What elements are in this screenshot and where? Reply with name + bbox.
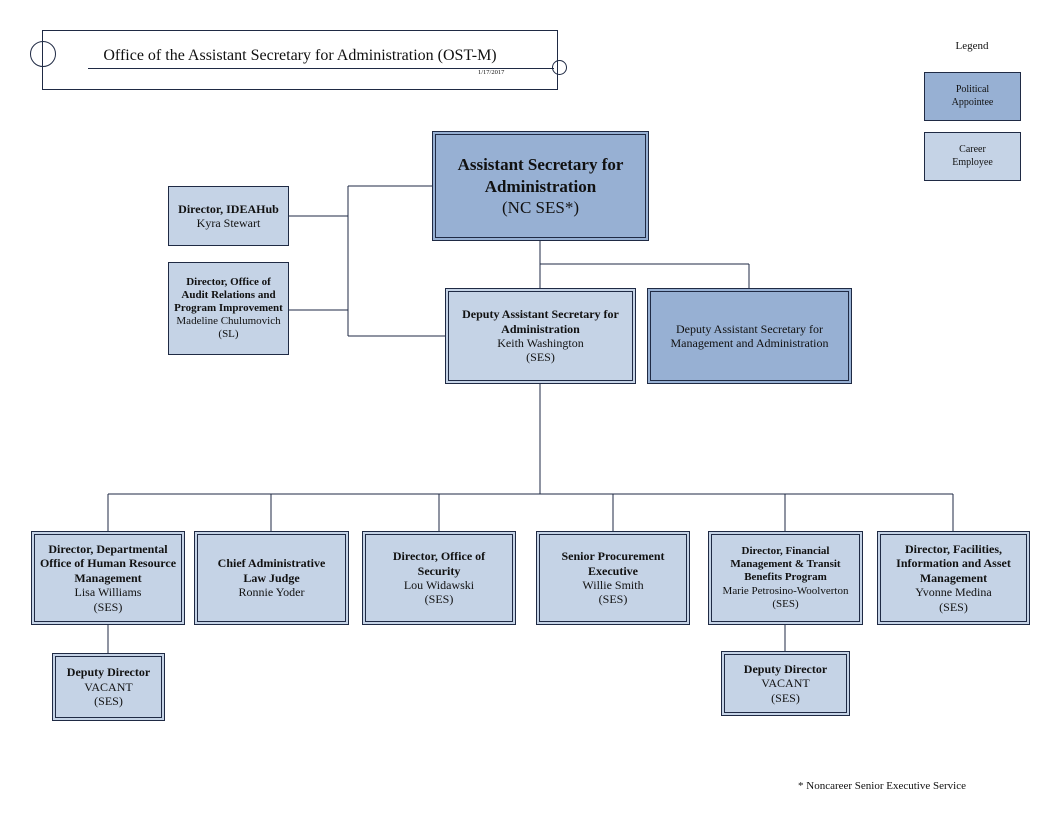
hr-deputy-director-name: VACANT — [84, 679, 133, 694]
unit-title: Director, Departmental Office of Human R… — [39, 542, 177, 585]
fin-deputy-director-box: Deputy Director VACANT (SES) — [721, 651, 850, 716]
unit-title: Senior Procurement Executive — [561, 549, 665, 578]
unit-title: Chief Administrative Law Judge — [217, 556, 326, 585]
unit-name: Marie Petrosino-Woolverton — [722, 584, 849, 597]
unit-name: Willie Smith — [582, 578, 644, 592]
title-right-circle — [552, 60, 567, 75]
unit-title: Director, Facilities, Information and As… — [896, 542, 1011, 585]
assistant-secretary-title: Assistant Secretary for Administration — [457, 154, 624, 196]
audit-relations-name: Madeline Chulumovich — [176, 315, 281, 328]
legend-political-label: Political Appointee — [951, 84, 994, 108]
unit-box-hr: Director, Departmental Office of Human R… — [31, 531, 185, 625]
unit-status: (SES) — [598, 592, 628, 607]
fin-deputy-director-status: (SES) — [771, 690, 800, 705]
audit-relations-title: Director, Office of Audit Relations and … — [174, 275, 283, 314]
title-underline — [88, 68, 554, 69]
ideahub-name: Kyra Stewart — [196, 216, 261, 230]
unit-box-financial: Director, Financial Management & Transit… — [708, 531, 863, 625]
unit-name: Ronnie Yoder — [238, 585, 305, 600]
legend-career-label: Career Employee — [952, 144, 993, 168]
unit-name: Lou Widawski — [403, 578, 475, 592]
das-management-box: Deputy Assistant Secretary for Managemen… — [647, 288, 852, 384]
deputy-assistant-secretary-name: Keith Washington — [497, 336, 584, 350]
audit-relations-box: Director, Office of Audit Relations and … — [168, 262, 289, 355]
unit-name: Yvonne Medina — [915, 585, 992, 600]
hr-deputy-director-title: Deputy Director — [66, 665, 151, 680]
legend-political-swatch: Political Appointee — [924, 72, 1021, 121]
unit-status: (SES) — [772, 597, 799, 610]
unit-status: (SES) — [939, 599, 968, 614]
unit-status: (SES) — [424, 592, 454, 607]
unit-box-law-judge: Chief Administrative Law Judge Ronnie Yo… — [194, 531, 349, 625]
assistant-secretary-status: (NC SES*) — [502, 197, 579, 217]
legend-title: Legend — [955, 40, 989, 52]
unit-title: Director, Financial Management & Transit… — [730, 545, 841, 584]
fin-deputy-director-name: VACANT — [761, 676, 810, 691]
title-left-circle — [30, 41, 56, 67]
deputy-assistant-secretary-title: Deputy Assistant Secretary for Administr… — [462, 307, 619, 336]
unit-title: Director, Office of Security — [392, 549, 486, 578]
ideahub-title: Director, IDEAHub — [178, 201, 279, 216]
legend-career-swatch: Career Employee — [924, 132, 1021, 181]
deputy-assistant-secretary-status: (SES) — [526, 350, 555, 365]
unit-box-procurement: Senior Procurement Executive Willie Smit… — [536, 531, 690, 625]
hr-deputy-director-box: Deputy Director VACANT (SES) — [52, 653, 165, 721]
deputy-assistant-secretary-box: Deputy Assistant Secretary for Administr… — [445, 288, 636, 384]
unit-box-security: Director, Office of Security Lou Widawsk… — [362, 531, 516, 625]
audit-relations-status: (SL) — [218, 328, 239, 341]
unit-box-facilities: Director, Facilities, Information and As… — [877, 531, 1030, 625]
das-management-title: Deputy Assistant Secretary for Managemen… — [670, 321, 829, 350]
chart-date: 1/17/2017 — [478, 69, 505, 76]
footnote: * Noncareer Senior Executive Service — [798, 780, 966, 792]
fin-deputy-director-title: Deputy Director — [743, 661, 828, 676]
unit-status: (SES) — [93, 599, 123, 614]
unit-name: Lisa Williams — [74, 585, 142, 600]
chart-title: Office of the Assistant Secretary for Ad… — [103, 47, 497, 64]
assistant-secretary-box: Assistant Secretary for Administration (… — [432, 131, 649, 241]
ideahub-box: Director, IDEAHub Kyra Stewart — [168, 186, 289, 246]
hr-deputy-director-status: (SES) — [94, 694, 123, 709]
